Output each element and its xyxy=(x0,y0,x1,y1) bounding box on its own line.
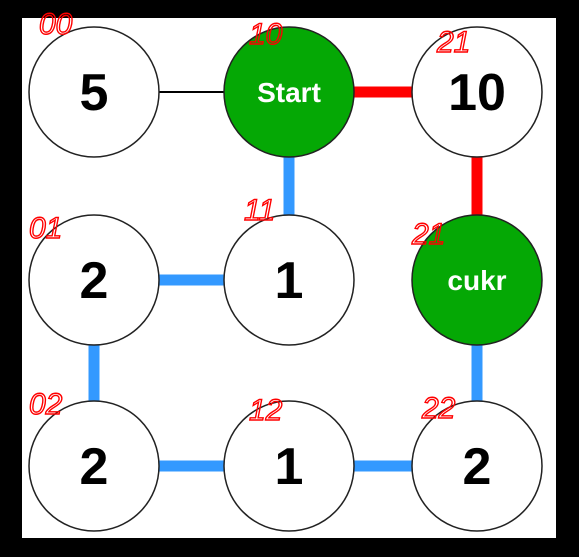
node-circle xyxy=(223,214,355,346)
graph-node: 1 xyxy=(223,400,355,532)
node-label: 1 xyxy=(275,252,304,310)
graph-node: 2 xyxy=(28,400,160,532)
handwritten-coordinate-note: 10 xyxy=(249,18,283,51)
node-label: 2 xyxy=(80,252,109,310)
handwritten-coordinate-note: 22 xyxy=(421,392,456,425)
node-circle xyxy=(28,26,160,158)
graph-node: 10 xyxy=(411,26,543,158)
handwritten-coordinate-note: 21 xyxy=(436,26,470,59)
node-circle xyxy=(411,400,543,532)
handwritten-coordinate-note: 11 xyxy=(244,194,275,227)
handwritten-coordinate-note: 02 xyxy=(29,388,63,421)
handwritten-coordinate-note: 12 xyxy=(249,394,283,427)
graph-node: 1 xyxy=(223,214,355,346)
node-label: 1 xyxy=(275,438,304,496)
node-label: cukr xyxy=(447,265,506,296)
graph-node: 2 xyxy=(28,214,160,346)
node-circle xyxy=(223,400,355,532)
node-label: 5 xyxy=(80,64,109,122)
node-label: Start xyxy=(257,77,321,108)
node-circle xyxy=(28,214,160,346)
graph-node: cukr xyxy=(411,214,543,346)
handwritten-coordinate-note: 00 xyxy=(39,8,73,41)
handwritten-coordinate-note: 01 xyxy=(29,212,62,245)
handwritten-coordinate-note: 21 xyxy=(411,218,445,251)
node-circle xyxy=(28,400,160,532)
node-circle xyxy=(411,26,543,158)
node-circle xyxy=(411,214,543,346)
graph-node: Start xyxy=(223,26,355,158)
node-label: 2 xyxy=(80,438,109,496)
node-label: 10 xyxy=(448,64,506,122)
node-circle xyxy=(223,26,355,158)
graph-node: 5 xyxy=(28,26,160,158)
node-label: 2 xyxy=(463,438,492,496)
graph-node: 2 xyxy=(411,400,543,532)
